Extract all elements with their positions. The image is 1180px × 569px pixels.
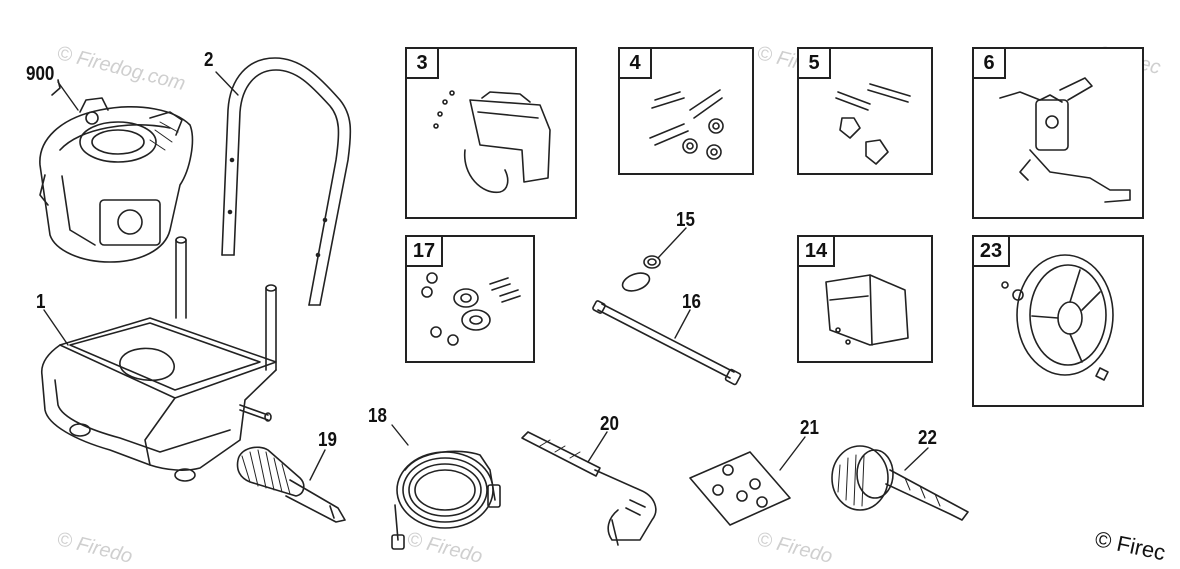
handle-drawing <box>221 57 352 306</box>
part-callout-19: 19 <box>318 429 337 451</box>
frame-drawing <box>40 236 277 482</box>
leader-lines <box>43 71 929 481</box>
part-number-label: 4 <box>620 49 652 79</box>
part-callout-22: 22 <box>918 427 937 449</box>
hardware-bag-drawing <box>689 451 791 526</box>
brush-drawing <box>236 446 346 523</box>
part-box-4: 4 <box>618 47 754 175</box>
bearings-drawing <box>421 272 521 346</box>
part-callout-2: 2 <box>204 49 214 71</box>
spray-gun-drawing <box>521 431 657 546</box>
part-callout-18: 18 <box>368 405 387 427</box>
engine-drawing <box>39 79 194 263</box>
part-number-label: 14 <box>799 237 835 267</box>
bolts-drawing <box>649 89 724 160</box>
part-number-label: 3 <box>407 49 439 79</box>
bolts-knobs-drawing <box>835 83 911 165</box>
part-number-label: 23 <box>974 237 1010 267</box>
part-callout-20: 20 <box>600 413 619 435</box>
part-callout-16: 16 <box>682 291 701 313</box>
wand-drawing <box>592 300 742 386</box>
part-number-label: 5 <box>799 49 831 79</box>
part-number-label: 6 <box>974 49 1006 79</box>
wheel-drawing <box>1001 254 1114 381</box>
part-callout-21: 21 <box>800 417 819 439</box>
cover-drawing <box>825 274 909 346</box>
part-callout-1: 1 <box>36 291 46 313</box>
part-number-label: 17 <box>407 237 443 267</box>
o-ring-drawing <box>621 255 661 292</box>
part-callout-900: 900 <box>26 63 55 85</box>
part-box-14: 14 <box>797 235 933 363</box>
rotating-brush-drawing <box>831 445 969 521</box>
pump-drawing <box>999 77 1131 203</box>
part-box-3: 3 <box>405 47 577 219</box>
bracket-drawing <box>433 90 551 193</box>
part-callout-15: 15 <box>676 209 695 231</box>
hose-drawing <box>391 450 501 550</box>
part-box-5: 5 <box>797 47 933 175</box>
